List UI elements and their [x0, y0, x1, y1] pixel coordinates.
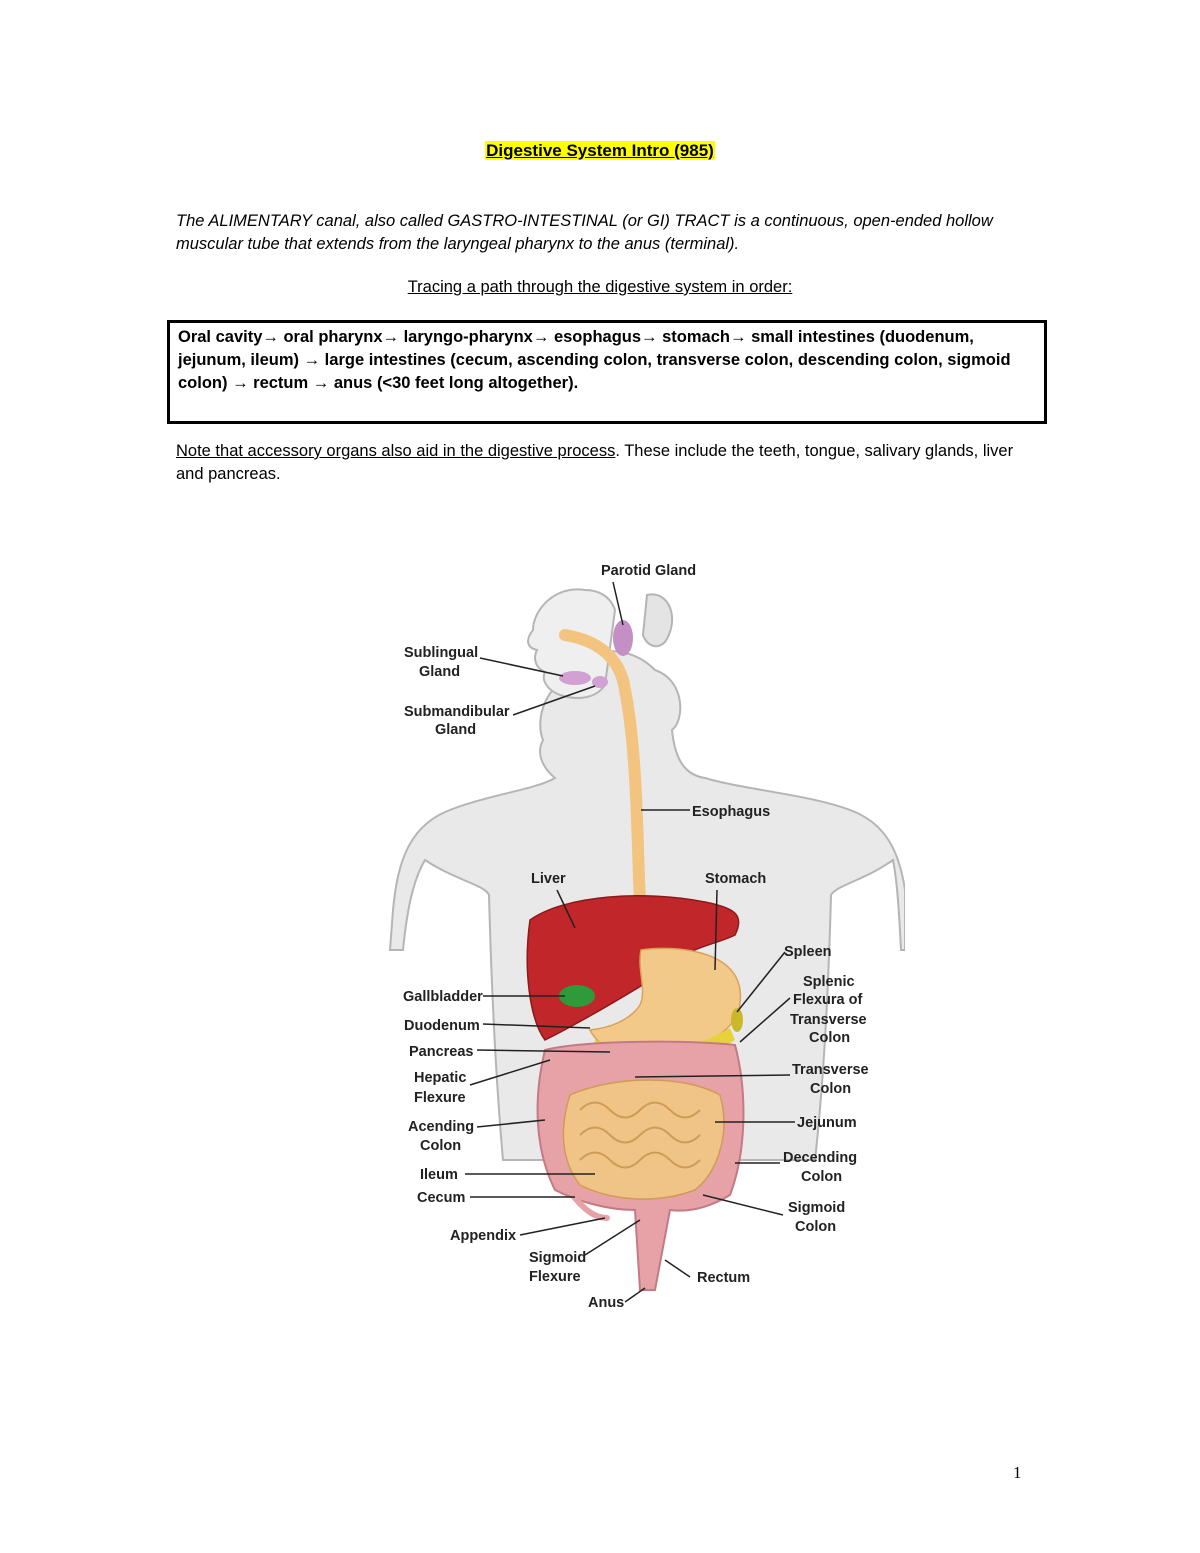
- label-jejunum: Jejunum: [797, 1115, 857, 1131]
- parotid-gland-shape: [613, 620, 633, 656]
- label-decending-line2: Colon: [801, 1169, 842, 1185]
- small-intestine-shape: [562, 1079, 725, 1200]
- label-sigmoid-flexure-line1: Sigmoid: [529, 1250, 586, 1266]
- page-title: Digestive System Intro (985): [485, 141, 715, 160]
- label-appendix: Appendix: [450, 1228, 516, 1244]
- digestive-system-diagram: Parotid Gland Sublingual Gland Submandib…: [385, 550, 905, 1320]
- label-stomach: Stomach: [705, 871, 766, 887]
- label-pancreas: Pancreas: [409, 1044, 474, 1060]
- label-submandibular-line1: Submandibular: [404, 704, 510, 720]
- tracing-heading: Tracing a path through the digestive sys…: [407, 278, 793, 296]
- digestive-path-box: Oral cavity→ oral pharynx→ laryngo-phary…: [167, 320, 1047, 424]
- label-acending-line2: Colon: [420, 1138, 461, 1154]
- label-decending-line1: Decending: [783, 1150, 857, 1166]
- note-underlined: Note that accessory organs also aid in t…: [176, 442, 616, 460]
- page-number: 1: [1013, 1463, 1022, 1482]
- intro-paragraph: The ALIMENTARY canal, also called GASTRO…: [176, 212, 993, 253]
- small-intestine-coils: [579, 1101, 701, 1169]
- label-ileum: Ileum: [420, 1167, 458, 1183]
- spleen-shape: [731, 1008, 743, 1032]
- label-esophagus: Esophagus: [692, 804, 770, 820]
- digestive-path-text: Oral cavity→ oral pharynx→ laryngo-phary…: [178, 328, 1011, 392]
- label-liver: Liver: [531, 871, 566, 887]
- label-splenic-line1: Splenic: [803, 974, 855, 990]
- label-acending-line1: Acending: [408, 1119, 474, 1135]
- label-sigmoid-flexure-line2: Flexure: [529, 1269, 581, 1285]
- label-sigmoid-colon-line2: Colon: [795, 1219, 836, 1235]
- gallbladder-shape: [559, 985, 595, 1007]
- label-parotid-gland: Parotid Gland: [601, 563, 696, 579]
- page-title-line: Digestive System Intro (985): [0, 141, 1200, 161]
- label-sublingual-line1: Sublingual: [404, 645, 478, 661]
- note-rest: . These include the teeth, tongue, saliv…: [176, 442, 1014, 483]
- label-hepatic-line1: Hepatic: [414, 1070, 466, 1086]
- label-splenic-line2: Flexura of: [793, 992, 862, 1008]
- label-submandibular-line2: Gland: [435, 722, 476, 738]
- label-sigmoid-colon-line1: Sigmoid: [788, 1200, 845, 1216]
- label-gallbladder: Gallbladder: [403, 989, 483, 1005]
- label-hepatic-line2: Flexure: [414, 1090, 466, 1106]
- leader-lines: [465, 581, 795, 1303]
- label-rectum: Rectum: [697, 1270, 750, 1286]
- label-spleen: Spleen: [784, 944, 832, 960]
- accessory-organs-note: Note that accessory organs also aid in t…: [176, 440, 1036, 486]
- ear: [641, 593, 674, 648]
- submandibular-gland-shape: [592, 676, 608, 688]
- label-splenic-line3: Transverse: [790, 1012, 867, 1028]
- label-duodenum: Duodenum: [404, 1018, 480, 1034]
- label-cecum: Cecum: [417, 1190, 465, 1206]
- label-anus: Anus: [588, 1295, 624, 1311]
- label-splenic-line4: Colon: [809, 1030, 850, 1046]
- label-transverse-line1: Transverse: [792, 1062, 869, 1078]
- digestive-system-illustration: Parotid Gland Sublingual Gland Submandib…: [388, 563, 905, 1311]
- label-transverse-line2: Colon: [810, 1081, 851, 1097]
- label-sublingual-line2: Gland: [419, 664, 460, 680]
- sublingual-gland-shape: [559, 671, 591, 685]
